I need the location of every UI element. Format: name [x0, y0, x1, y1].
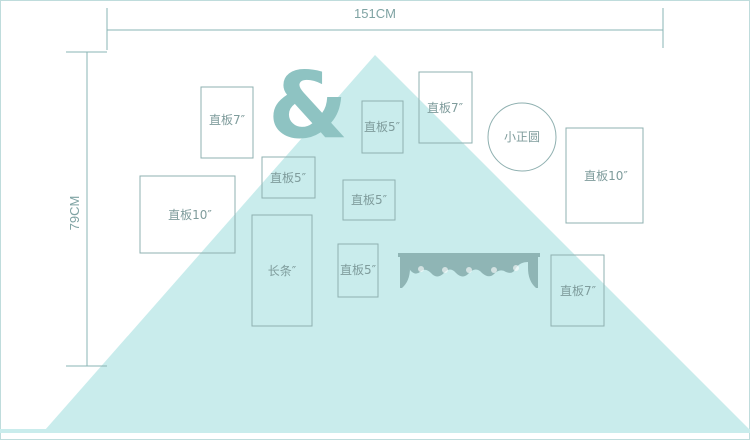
frame-strip: 长条″: [251, 214, 313, 327]
height-label: 79CM: [67, 196, 82, 231]
frame-label: 直板5″: [340, 263, 377, 277]
frame-5-center-top: 直板5″: [361, 100, 404, 154]
frame-label: 直板5″: [364, 120, 401, 134]
ampersand-decoration: &: [268, 52, 348, 159]
background-triangle: [45, 55, 750, 430]
round-frame: 小正圆: [487, 102, 557, 172]
frame-5-bottom: 直板5″: [337, 243, 379, 298]
frame-7-right: 直板7″: [550, 254, 605, 327]
decorative-shelf: [398, 253, 540, 288]
frame-7-top-left: 直板7″: [200, 86, 254, 159]
frame-label: 直板5″: [351, 193, 388, 207]
frame-10-right: 直板10″: [565, 127, 644, 224]
frame-label: 直板10″: [584, 169, 628, 183]
frame-label: 直板7″: [209, 113, 246, 127]
frame-label: 直板7″: [427, 101, 464, 115]
frame-5-center: 直板5″: [342, 179, 396, 221]
width-label: 151CM: [354, 6, 396, 21]
frame-label: 直板7″: [560, 284, 597, 298]
frame-label: 直板10″: [168, 208, 212, 222]
frame-5-left: 直板5″: [261, 156, 316, 199]
frame-label: 长条″: [268, 264, 297, 278]
frame-label: 直板5″: [270, 171, 307, 185]
width-dimension: 151CM: [106, 6, 664, 50]
frame-10-left: 直板10″: [139, 175, 236, 254]
height-dimension: 79CM: [66, 51, 107, 367]
frame-7-top-center: 直板7″: [418, 71, 473, 144]
round-frame-label: 小正圆: [504, 130, 540, 144]
